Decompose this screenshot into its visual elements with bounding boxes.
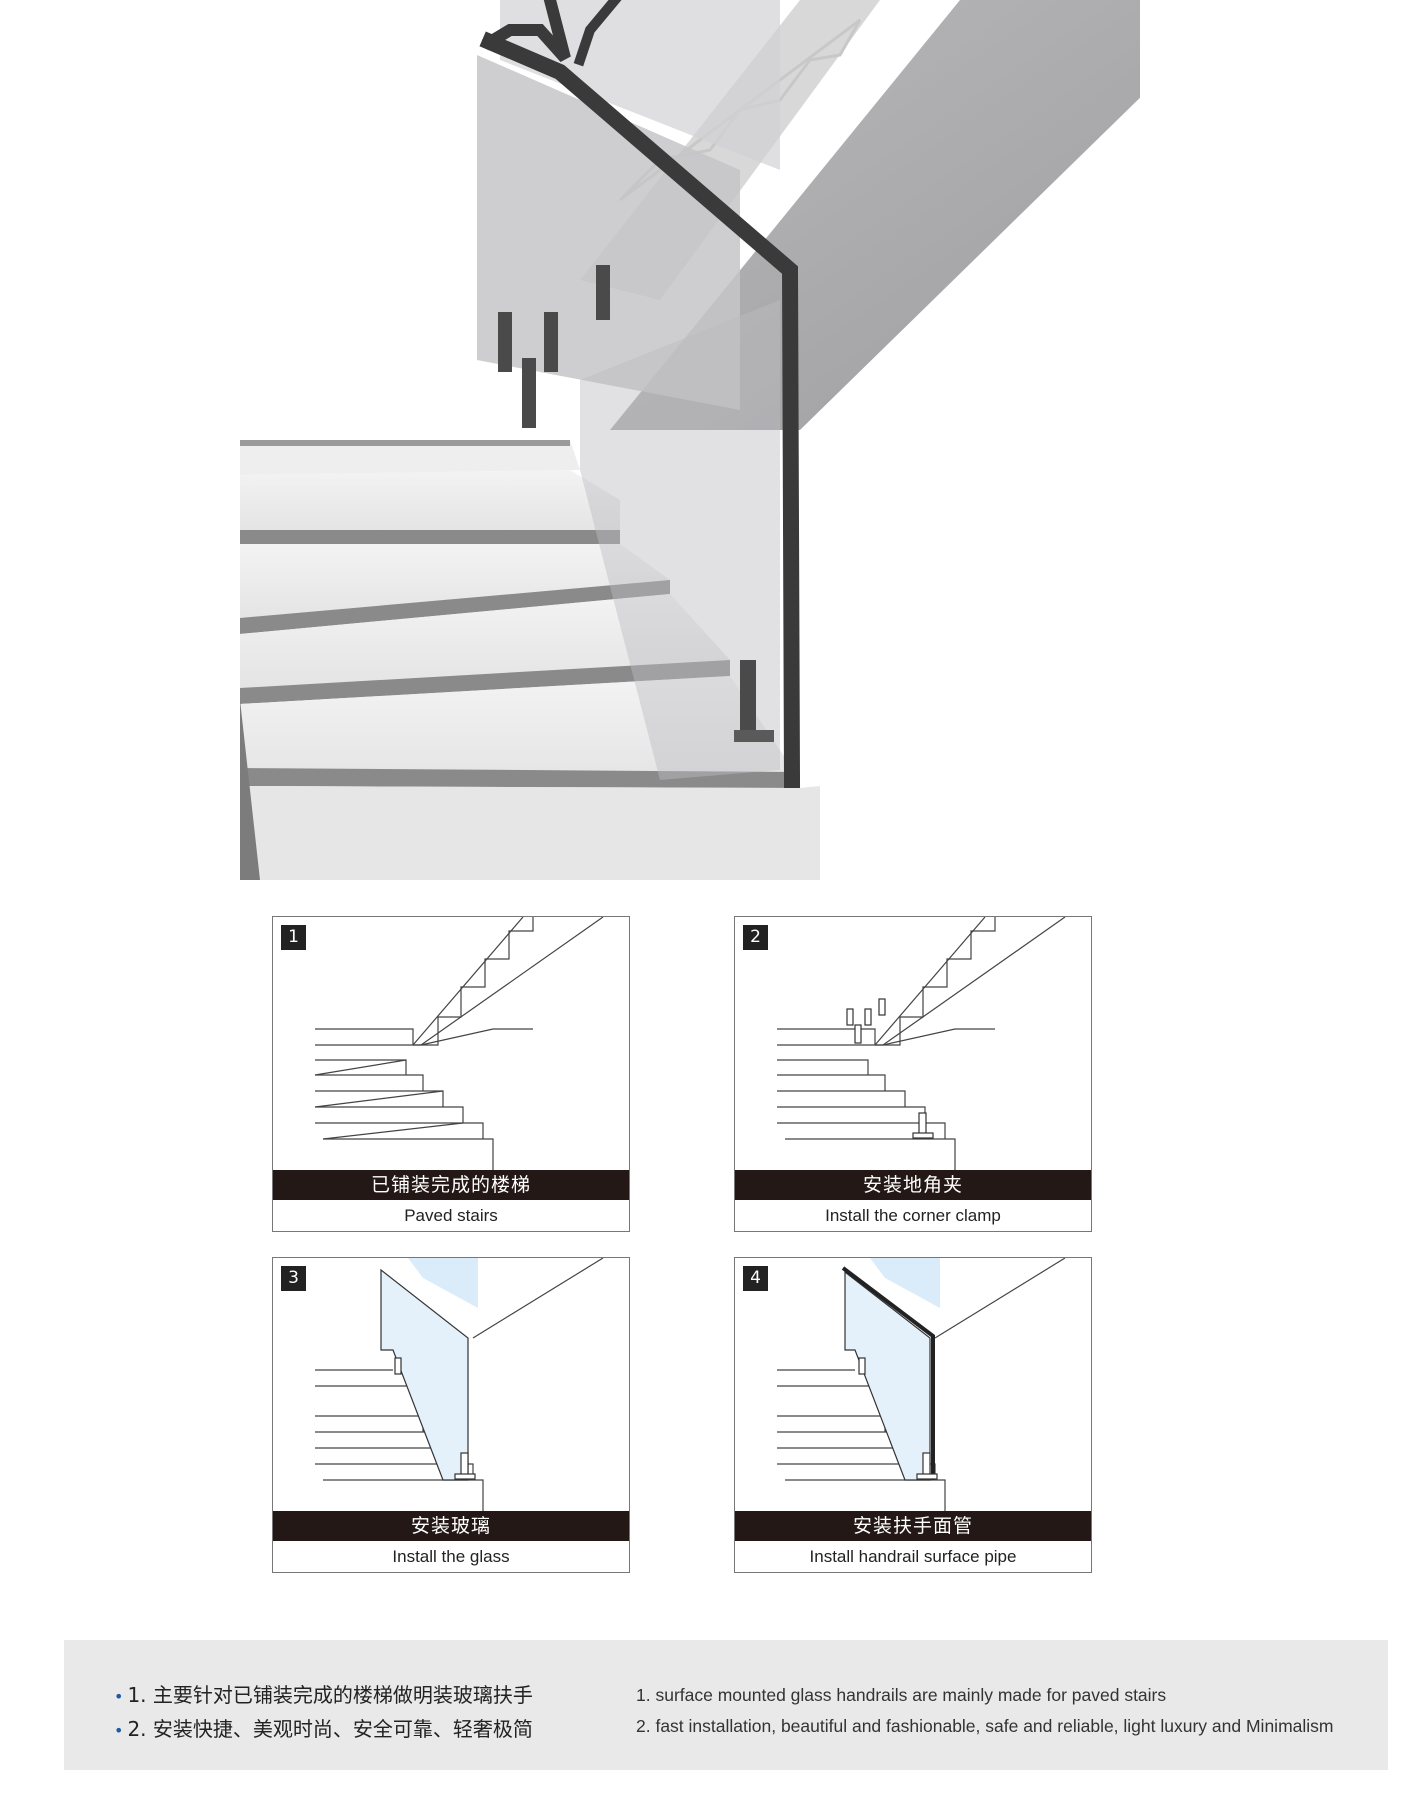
paved-stairs-drawing (314, 917, 604, 1170)
glass-clamps (498, 265, 774, 742)
step-caption-en: Install the glass (392, 1547, 510, 1566)
step-caption-en: Install the corner clamp (825, 1206, 1001, 1225)
step-caption-zh: 安装地角夹 (735, 1170, 1091, 1200)
back-glass-panel (477, 55, 740, 410)
upper-flight-soffit (610, 0, 1140, 430)
corner-clamp-drawing (777, 917, 1066, 1170)
features-en-list: 1. surface mounted glass handrails are m… (636, 1680, 1333, 1742)
step-number: 4 (743, 1266, 768, 1291)
feature-zh-1: •1. 主要针对已铺装完成的楼梯做明装玻璃扶手 (114, 1683, 533, 1707)
hero-staircase-render (240, 0, 1140, 895)
glass-panel (380, 1268, 469, 1481)
step-caption-zh: 安装玻璃 (273, 1511, 629, 1541)
glass-panel (844, 1270, 931, 1481)
step-panel-2: 2 安装地角夹 Install the corner clamp (734, 916, 1092, 1232)
feature-en-2: 2. fast installation, beautiful and fash… (636, 1716, 1334, 1736)
bullet-icon: • (114, 1687, 124, 1706)
clamp-icons (846, 998, 934, 1139)
step-panel-4: 4 安装扶手面管 Install handrail surface pipe (734, 1257, 1092, 1573)
step-panel-3: 3 安装玻璃 Install the glass (272, 1257, 630, 1573)
step-caption-en: Paved stairs (404, 1206, 498, 1225)
features-zh-list: •1. 主要针对已铺装完成的楼梯做明装玻璃扶手 •2. 安装快捷、美观时尚、安全… (114, 1678, 533, 1746)
feature-zh-2: •2. 安装快捷、美观时尚、安全可靠、轻奢极简 (114, 1717, 533, 1741)
install-handrail-drawing (777, 1258, 1066, 1511)
handrail (479, 0, 801, 789)
features-panel: •1. 主要针对已铺装完成的楼梯做明装玻璃扶手 •2. 安装快捷、美观时尚、安全… (64, 1640, 1388, 1770)
feature-en-1: 1. surface mounted glass handrails are m… (636, 1685, 1167, 1705)
landing (240, 440, 580, 475)
step-caption-zh: 已铺装完成的楼梯 (273, 1170, 629, 1200)
step-number: 2 (743, 925, 768, 950)
step-caption-en: Install handrail surface pipe (809, 1547, 1017, 1566)
step-number: 3 (281, 1266, 306, 1291)
lower-flight-steps (240, 470, 820, 880)
step-caption-zh: 安装扶手面管 (735, 1511, 1091, 1541)
bullet-icon: • (114, 1721, 124, 1740)
step-number: 1 (281, 925, 306, 950)
front-glass-panel (580, 300, 780, 780)
install-glass-drawing (315, 1258, 604, 1511)
step-panel-1: 1 已铺装完成的楼梯 Paved stairs (272, 916, 630, 1232)
handrail-pipe (841, 1266, 935, 1480)
